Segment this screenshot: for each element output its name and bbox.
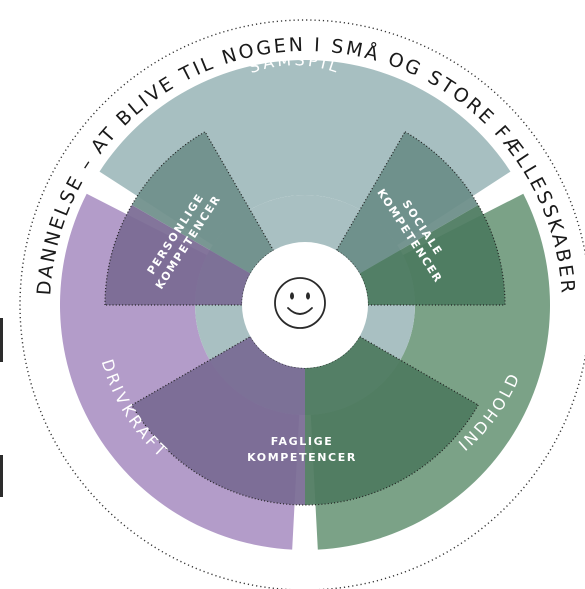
faglige-label-line2: KOMPETENCER — [247, 451, 357, 464]
sociale-wedge-lower — [359, 205, 505, 305]
personlige-wedge-lower — [105, 205, 251, 305]
faglige-wedge-outline — [130, 335, 480, 506]
faglige-wedge-right — [305, 336, 479, 505]
outer-dotted-ring — [19, 19, 585, 589]
faglige-wedge-left — [131, 336, 305, 505]
left-edge-mark-upper — [0, 318, 3, 362]
center-disc — [242, 242, 368, 368]
left-edge-mark-lower — [0, 455, 3, 497]
faglige-label-line1: FAGLIGE — [271, 435, 334, 448]
personlige-wedge-upper — [131, 131, 274, 274]
smiley-icon — [274, 277, 326, 329]
sociale-wedge-upper — [336, 131, 479, 274]
